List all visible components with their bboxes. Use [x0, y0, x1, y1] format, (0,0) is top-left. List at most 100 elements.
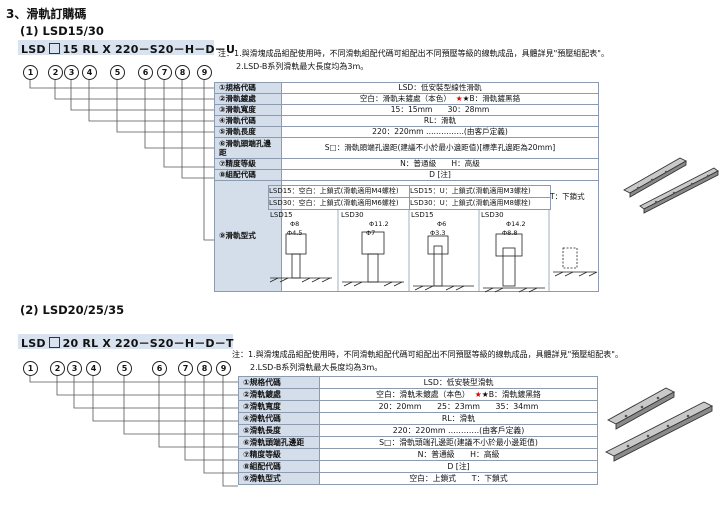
- row-value: N：普通級 H：高級: [319, 448, 598, 461]
- row-label: ⑤滑軌長度: [214, 126, 282, 138]
- page-heading: 3、滑軌訂購碼: [6, 7, 87, 21]
- row-label: ①規格代碼: [238, 376, 320, 389]
- row-value: 空白：上鎖式 T：下鎖式: [319, 472, 598, 485]
- dim-label: Φ8: [290, 220, 300, 228]
- circle-1: 1: [23, 65, 38, 80]
- code-body: 20 RL X 220－S20－H－D－T: [62, 337, 234, 350]
- table-row: ⑨滑軌型式空白：上鎖式 T：下鎖式: [238, 472, 598, 485]
- type-cell: LSD30：U：上鎖式(滑軌適用M8螺栓): [409, 197, 551, 210]
- row-value: LSD：低安裝型線性滑軌: [281, 82, 599, 94]
- section1-subtitle: (1) LSD15/30: [20, 24, 104, 38]
- row-value: 15：15mm 30：28mm: [281, 104, 599, 116]
- row-value: D [注]: [319, 460, 598, 473]
- circle-2: 2: [50, 361, 65, 376]
- section1-cross-section-drawings: [269, 210, 598, 293]
- type-cell: LSD30：空白：上鎖式(滑軌適用M6螺栓): [268, 197, 410, 210]
- circle-6: 6: [152, 361, 167, 376]
- table-row: ②滑軌鍍處空白：滑軌未鍍處（本色） ★★B：滑軌鍍黑鉻: [214, 93, 599, 105]
- row-label: ②滑軌鍍處: [238, 388, 320, 401]
- row-label: ④滑軌代碼: [238, 412, 320, 425]
- row-value: 220：220mm …………(由客戶定義): [319, 424, 598, 437]
- row-label: ②滑軌鍍處: [214, 93, 282, 105]
- plating-black: ★B：滑軌鍍黑鉻: [481, 389, 541, 399]
- code-body: 15 RL X 220－S20－H－D－U: [62, 43, 236, 56]
- section2-subtitle: (2) LSD20/25/35: [20, 303, 125, 317]
- plating-blank: 空白：滑軌未鍍處（本色）: [376, 389, 470, 399]
- row-value: N：普通級 H：高級: [281, 158, 599, 170]
- section2-note2: 2.LSD-B系列滑軌最大長度均為3m。: [250, 363, 383, 372]
- row-label: ③滑軌寬度: [214, 104, 282, 116]
- circle-7: 7: [178, 361, 193, 376]
- circle-8: 8: [175, 65, 190, 80]
- row-label: ⑨滑軌型式: [214, 180, 282, 292]
- dim-label: Φ8.8: [502, 229, 518, 237]
- row-value: S□：滑軌頭端孔邊距(建議不小於最小邊距值)[標準孔邊距為20mm]: [281, 137, 599, 159]
- circle-2: 2: [48, 65, 63, 80]
- code-prefix: LSD: [21, 43, 46, 56]
- row-value: RL：滑軌: [281, 115, 599, 127]
- dim-label: Φ3.3: [430, 229, 446, 237]
- row-value: S□：滑軌頭端孔邊距(建議不小於最小邊距值): [319, 436, 598, 449]
- circle-6: 6: [138, 65, 153, 80]
- plating-blank: 空白：滑軌未鍍處（本色）: [359, 94, 451, 103]
- row-value: 220：220mm ……………(由客戶定義): [281, 126, 599, 138]
- star-icon: ★: [474, 389, 482, 399]
- plating-box-icon: [48, 337, 60, 348]
- dim-label: Φ14.2: [506, 220, 526, 228]
- section2-code-band: [18, 334, 233, 349]
- dim-label: Φ7: [366, 229, 376, 237]
- row-label: ④滑軌代碼: [214, 115, 282, 127]
- circle-8: 8: [197, 361, 212, 376]
- row-value: D [注]: [281, 169, 599, 181]
- row-label: ⑥滑軌頭端孔邊距: [238, 436, 320, 449]
- code-prefix: LSD: [21, 337, 46, 350]
- drawing-label: LSD15: [411, 211, 434, 219]
- row-value: RL：滑軌: [319, 412, 598, 425]
- circle-4: 4: [82, 65, 97, 80]
- circle-3: 3: [67, 361, 82, 376]
- circle-4: 4: [86, 361, 101, 376]
- row-value: LSD：低安裝型滑軌: [319, 376, 598, 389]
- dim-label: Φ6: [437, 220, 447, 228]
- row-label: ③滑軌寬度: [238, 400, 320, 413]
- dim-label: Φ4.5: [287, 229, 303, 237]
- section1-code-band: [18, 40, 214, 55]
- plating-black: ★B：滑軌鍍黑鉻: [462, 94, 521, 103]
- section1-rail-image: [623, 157, 719, 214]
- circle-9: 9: [216, 361, 231, 376]
- row-label: ⑨滑軌型式: [238, 472, 320, 485]
- row-label: ⑤滑軌長度: [238, 424, 320, 437]
- dim-label: Φ11.2: [369, 220, 389, 228]
- row-label: ⑦精度等級: [238, 448, 320, 461]
- section2-note1: 注：1.與滑塊成品組配使用時，不同滑軌組配代碼可組配出不同預壓等級的線軌成品，具…: [232, 350, 623, 359]
- drawing-label: LSD30: [481, 211, 504, 219]
- section1-note1: 注：1.與滑塊成品組配使用時，不同滑軌組配代碼可組配出不同預壓等級的線軌成品，具…: [218, 49, 609, 58]
- row-value: 空白：滑軌未鍍處（本色） ★★B：滑軌鍍黑鉻: [319, 388, 598, 401]
- table-row: ②滑軌鍍處空白：滑軌未鍍處（本色） ★★B：滑軌鍍黑鉻: [238, 388, 598, 401]
- plating-box-icon: [48, 43, 60, 54]
- section2-rail-image: [605, 387, 713, 462]
- circle-3: 3: [64, 65, 79, 80]
- type-cell-lower-lock: T：下鎖式: [550, 192, 585, 201]
- row-label: ⑧組配代碼: [214, 169, 282, 181]
- section1-leader-lines: [29, 80, 215, 241]
- section2-order-code: LSD 20 RL X 220－S20－H－D－T: [21, 335, 234, 351]
- drawing-label: LSD15: [270, 211, 293, 219]
- section1-order-code: LSD 15 RL X 220－S20－H－D－U: [21, 41, 235, 57]
- row-label: ①規格代碼: [214, 82, 282, 94]
